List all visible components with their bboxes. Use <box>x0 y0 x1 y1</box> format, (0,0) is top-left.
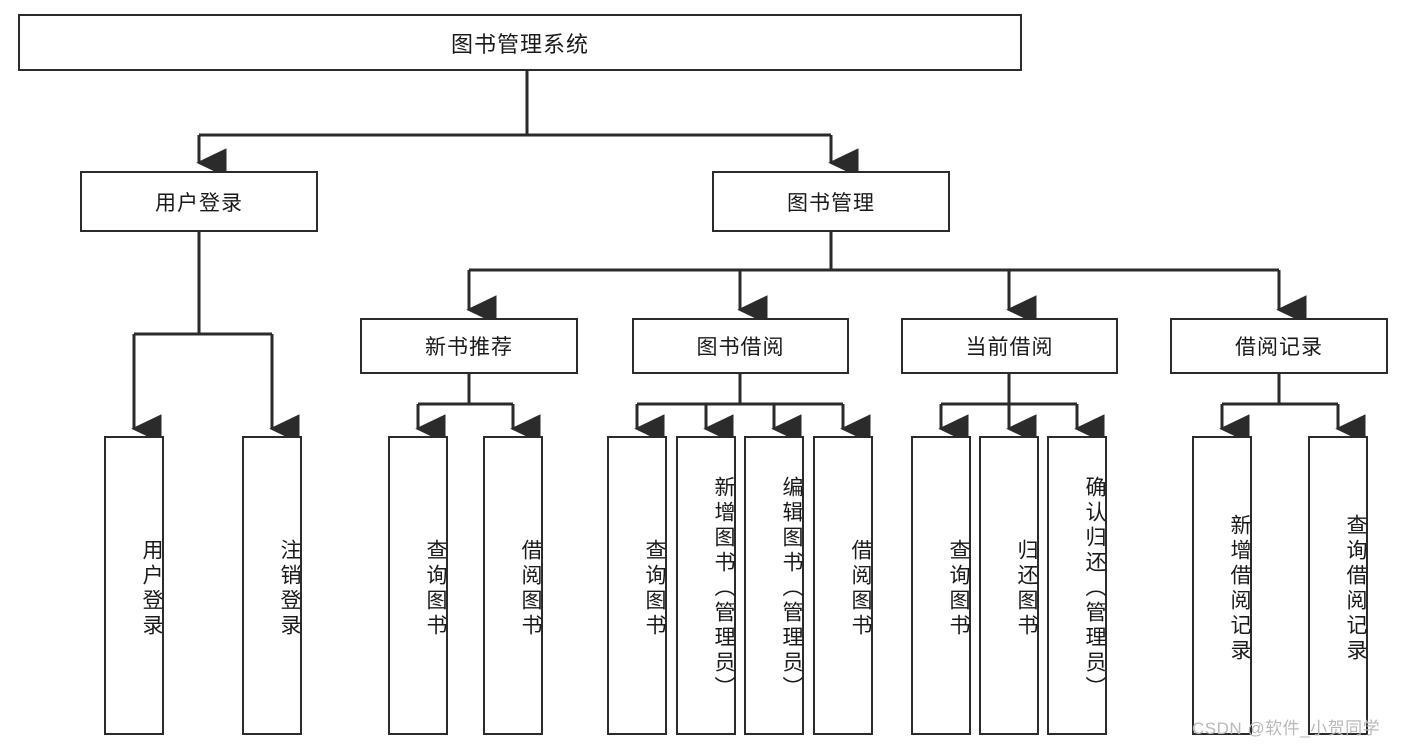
node-current-borrow[interactable]: 当前借阅 <box>901 318 1118 374</box>
leaf-label: 新增图书（管理员） <box>712 476 735 701</box>
leaf-label: 新增借阅记录 <box>1228 513 1251 664</box>
leaf-label: 查询借阅记录 <box>1344 513 1367 664</box>
node-book-management[interactable]: 图书管理 <box>712 171 950 232</box>
node-book-borrow[interactable]: 图书借阅 <box>632 318 849 374</box>
leaf-current-return-book[interactable]: 归还图书 <box>979 436 1039 735</box>
leaf-user-login-logout[interactable]: 注销登录 <box>242 436 302 735</box>
leaf-new-book-query[interactable]: 查询图书 <box>388 436 448 735</box>
leaf-borrow-query-book[interactable]: 查询图书 <box>607 436 667 735</box>
node-user-login[interactable]: 用户登录 <box>80 171 318 232</box>
leaf-borrow-edit-book-admin[interactable]: 编辑图书（管理员） <box>744 436 804 735</box>
leaf-label: 用户登录 <box>140 538 163 639</box>
leaf-label: 查询图书 <box>424 538 447 639</box>
leaf-label: 借阅图书 <box>519 538 542 639</box>
node-borrow-record[interactable]: 借阅记录 <box>1170 318 1388 374</box>
leaf-label: 归还图书 <box>1015 538 1038 639</box>
leaf-label: 编辑图书（管理员） <box>780 476 803 701</box>
leaf-current-confirm-return-admin[interactable]: 确认归还（管理员） <box>1047 436 1107 735</box>
leaf-label: 查询图书 <box>643 538 666 639</box>
node-root-system[interactable]: 图书管理系统 <box>18 14 1022 71</box>
leaf-label: 确认归还（管理员） <box>1083 476 1106 701</box>
leaf-record-add-record[interactable]: 新增借阅记录 <box>1192 436 1252 735</box>
leaf-label: 注销登录 <box>278 538 301 639</box>
node-new-book-recommend[interactable]: 新书推荐 <box>360 318 578 374</box>
leaf-label: 查询图书 <box>947 538 970 639</box>
leaf-user-login-login[interactable]: 用户登录 <box>104 436 164 735</box>
leaf-label: 借阅图书 <box>849 538 872 639</box>
leaf-new-book-borrow[interactable]: 借阅图书 <box>483 436 543 735</box>
leaf-record-query-record[interactable]: 查询借阅记录 <box>1308 436 1368 735</box>
leaf-current-query-book[interactable]: 查询图书 <box>911 436 971 735</box>
leaf-borrow-borrow-book[interactable]: 借阅图书 <box>813 436 873 735</box>
leaf-borrow-add-book-admin[interactable]: 新增图书（管理员） <box>676 436 736 735</box>
csdn-watermark: CSDN @软件_小贺同学 <box>1192 719 1381 738</box>
